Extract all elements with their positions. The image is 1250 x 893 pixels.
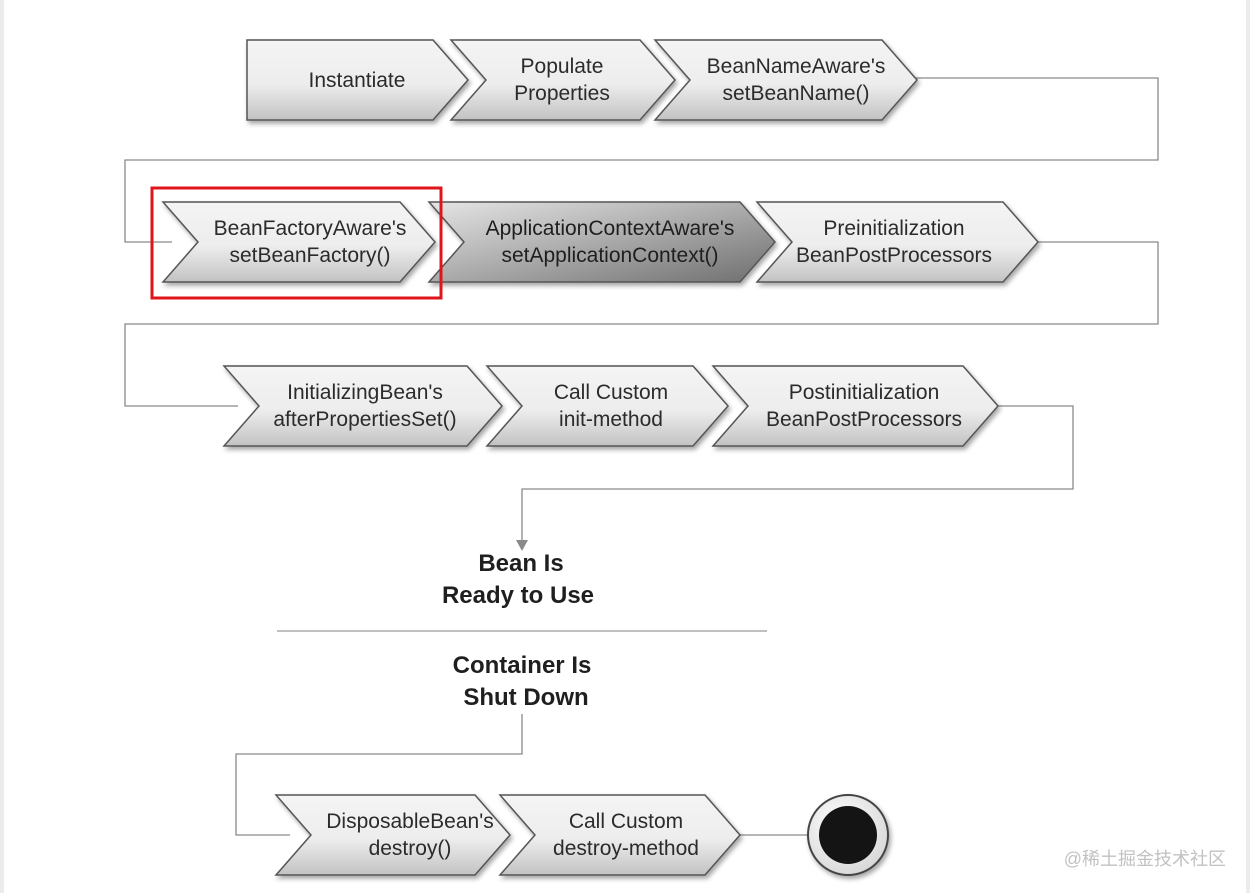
step-instantiate-line-1: Instantiate	[308, 68, 406, 92]
step-disposable-bean-line-2: destroy()	[368, 837, 452, 860]
step-destroy-method-line-1: Call Custom	[568, 810, 684, 833]
step-postinitialization: Postinitialization BeanPostProcessors	[742, 374, 986, 438]
connector-row2-row3	[124, 241, 1159, 407]
step-application-context-aware: ApplicationContextAware's setApplication…	[458, 210, 762, 274]
step-bean-factory-aware: BeanFactoryAware's setBeanFactory()	[192, 210, 428, 274]
step-disposable-bean-line-1: DisposableBean's	[326, 810, 494, 833]
step-bean-name-aware-line-1: BeanNameAware's	[706, 55, 886, 78]
step-populate-properties: Populate Properties	[478, 48, 646, 112]
step-init-method-line-2: init-method	[559, 408, 663, 431]
step-populate-line-1: Populate	[520, 55, 604, 78]
state-ready-line-1: Bean Is	[478, 550, 564, 577]
step-shape-pre-init	[755, 201, 1039, 283]
state-ready-line-2: Ready to Use	[441, 582, 595, 609]
step-bean-factory-aware-line-1: BeanFactoryAware's	[213, 217, 407, 240]
step-initializing-bean-line-1: InitializingBean's	[287, 381, 443, 404]
connector-shutdown-row5	[235, 714, 523, 836]
state-shutdown-line-1: Container Is	[452, 652, 592, 679]
step-shape-bean-factory-aware	[161, 201, 436, 283]
step-pre-init-line-1: Preinitialization	[823, 217, 965, 240]
step-pre-init-line-2: BeanPostProcessors	[795, 244, 993, 267]
step-shape-app-context-aware	[427, 201, 776, 283]
step-disposable-bean: DisposableBean's destroy()	[304, 803, 516, 867]
step-shape-post-init	[711, 365, 999, 447]
step-init-method: Call Custom init-method	[516, 374, 706, 438]
step-populate-line-2: Properties	[514, 82, 610, 105]
step-shape-instantiate	[246, 39, 469, 121]
step-shape-destroy-method	[498, 794, 741, 876]
highlight-box	[150, 186, 443, 300]
step-shape-init-method	[485, 365, 729, 447]
step-shape-initializing-bean	[222, 365, 503, 447]
end-state-icon	[819, 806, 877, 864]
watermark: @稀土掘金技术社区	[1063, 849, 1226, 869]
step-shape-populate	[449, 39, 676, 121]
step-post-init-line-1: Postinitialization	[788, 381, 940, 404]
connector-row3-ready	[521, 405, 1074, 542]
step-bean-factory-aware-line-2: setBeanFactory()	[229, 244, 391, 267]
step-shape-bean-name-aware	[653, 39, 918, 121]
step-instantiate: Instantiate	[262, 48, 452, 112]
step-app-context-aware-line-1: ApplicationContextAware's	[485, 217, 735, 240]
step-post-init-line-2: BeanPostProcessors	[765, 408, 963, 431]
step-destroy-method: Call Custom destroy-method	[528, 803, 724, 867]
step-init-method-line-1: Call Custom	[553, 381, 669, 404]
step-initializing-bean-line-2: afterPropertiesSet()	[273, 408, 457, 431]
step-initializing-bean: InitializingBean's afterPropertiesSet()	[252, 374, 478, 438]
connector-row1-row2	[124, 77, 1159, 243]
state-ready-to-use: Bean Is Ready to Use	[398, 548, 638, 612]
step-destroy-method-line-2: destroy-method	[553, 837, 699, 860]
step-app-context-aware-line-2: setApplicationContext()	[501, 244, 719, 267]
flow-connectors	[124, 77, 1159, 836]
ready-arrowhead	[516, 540, 528, 551]
step-shape-disposable-bean	[274, 794, 511, 876]
step-bean-name-aware: BeanNameAware's setBeanName()	[684, 48, 908, 112]
step-bean-name-aware-line-2: setBeanName()	[722, 82, 870, 105]
step-preinitialization: Preinitialization BeanPostProcessors	[786, 210, 1002, 274]
state-shutdown-line-2: Shut Down	[463, 684, 589, 711]
state-container-shut-down: Container Is Shut Down	[402, 650, 642, 714]
